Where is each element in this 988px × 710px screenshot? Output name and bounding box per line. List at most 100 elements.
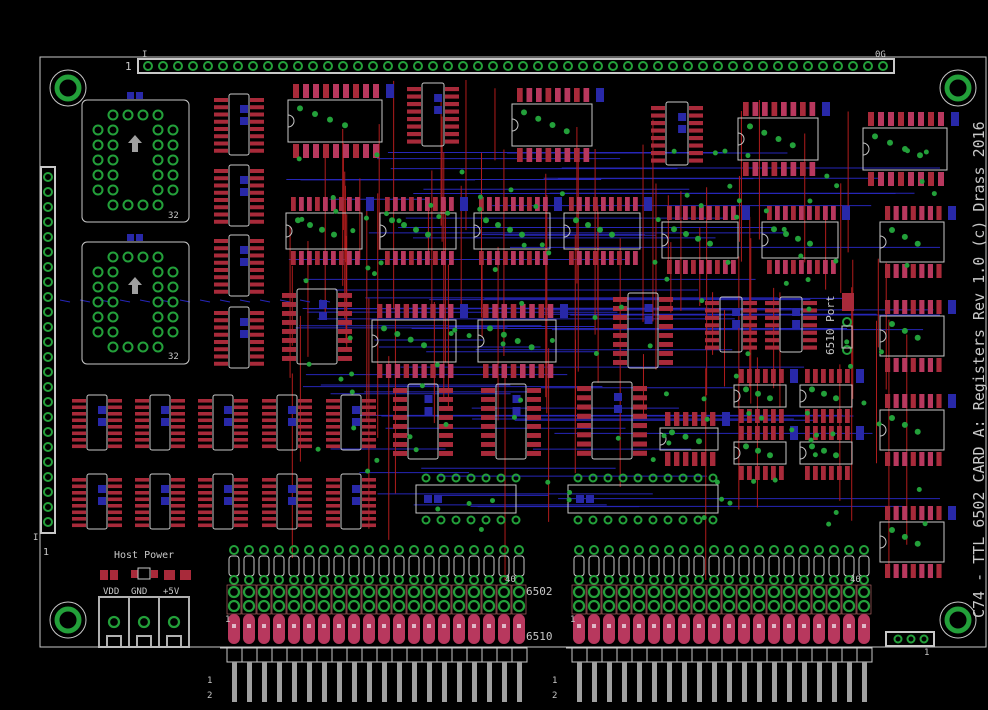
- chip-outline: [473, 212, 551, 250]
- plcc-outline: [81, 241, 190, 365]
- smd-pad-blue: [678, 125, 687, 133]
- ic-small-0: [733, 369, 798, 423]
- plcc-socket-2: [81, 234, 190, 365]
- dip-pin: [678, 473, 688, 483]
- ic-port-2: [765, 296, 817, 353]
- pin: [847, 662, 852, 702]
- smd-pad: [651, 121, 665, 126]
- smd-pad: [198, 478, 212, 482]
- smd-pad: [250, 198, 264, 202]
- smd-pad: [492, 364, 498, 378]
- header-pin: [758, 61, 768, 71]
- smd-pad: [529, 304, 535, 318]
- smd-pad: [585, 197, 590, 211]
- smd-pad: [250, 361, 264, 366]
- smd-pad: [893, 564, 899, 578]
- smd-pad: [262, 484, 276, 489]
- smd-pad: [347, 197, 352, 211]
- smd-pad: [569, 197, 574, 211]
- smd-pad: [326, 484, 340, 489]
- socket-pin: [92, 169, 104, 181]
- smd-pad: [519, 251, 524, 265]
- smd-pad: [234, 418, 248, 423]
- via: [833, 452, 839, 459]
- edge-pad: [258, 614, 270, 644]
- edge-pad: [498, 614, 510, 644]
- socket-pin: [137, 341, 149, 353]
- top-header-mark: I: [142, 50, 147, 60]
- resistor-pin: [484, 545, 494, 555]
- pin: [592, 662, 597, 702]
- smd-pad: [747, 466, 752, 480]
- smd-pad: [250, 253, 264, 258]
- resistor-pin: [424, 545, 434, 555]
- smd-pad: [885, 506, 891, 520]
- smd-pad-blue: [240, 117, 248, 125]
- via: [331, 231, 337, 238]
- smd-pad: [902, 300, 908, 314]
- header-pin: [353, 61, 363, 71]
- smd-pad: [412, 364, 418, 378]
- edge-pad-drill: [277, 624, 281, 628]
- edge-pad-drill: [847, 624, 851, 628]
- smd-pad: [108, 399, 122, 403]
- smd-pad: [298, 405, 312, 410]
- resistor-outline: [348, 555, 360, 577]
- smd-pad: [651, 136, 665, 141]
- header-pin: [227, 599, 241, 613]
- smd-pad: [815, 206, 820, 220]
- smd-pad: [831, 260, 836, 274]
- smd-pad: [347, 251, 352, 265]
- chip-outline: [285, 212, 363, 250]
- smd-pad: [401, 251, 406, 265]
- smd-pad-blue: [434, 94, 443, 102]
- smd-pad: [829, 409, 834, 423]
- chip-notch: [287, 114, 295, 128]
- smd-pad: [407, 87, 421, 92]
- edge-pad-drill: [472, 624, 476, 628]
- smd-pad: [651, 128, 665, 133]
- edge-pad: [408, 614, 420, 644]
- chip-outline: [296, 288, 338, 365]
- header-pin: [43, 247, 53, 257]
- smd-pad: [919, 358, 925, 372]
- socket-pin: [152, 184, 164, 196]
- smd-pad: [214, 318, 228, 323]
- smd-pad: [262, 491, 276, 495]
- smd-pad: [250, 105, 264, 110]
- smd-pad: [813, 369, 818, 383]
- smd-pad: [262, 517, 276, 521]
- pin-housing: [271, 647, 288, 663]
- edge-pad-drill: [712, 624, 716, 628]
- header-pin: [692, 585, 706, 599]
- header-pin: [563, 61, 573, 71]
- smd-pad: [135, 478, 149, 482]
- smd-pad: [743, 345, 757, 350]
- via: [682, 433, 689, 440]
- resistor-outline: [708, 555, 720, 577]
- via: [351, 425, 357, 431]
- smd-pad: [837, 466, 842, 480]
- via: [745, 153, 751, 159]
- resistor-pin: [709, 575, 719, 585]
- smd-pad: [878, 112, 884, 126]
- smd-pad: [481, 451, 495, 456]
- resistor-pin: [799, 545, 809, 555]
- smd-pad-blue: [790, 426, 798, 440]
- smd-pad: [234, 478, 248, 482]
- socket-pin: [152, 266, 164, 278]
- smd-pad: [535, 251, 540, 265]
- smd-pad: [779, 426, 784, 440]
- resistor-outline: [843, 555, 855, 577]
- smd-pad: [527, 397, 541, 402]
- smd-pad: [908, 112, 914, 126]
- header-pin: [473, 61, 483, 71]
- smd-pad: [323, 251, 328, 265]
- via: [307, 222, 313, 228]
- via: [436, 214, 442, 220]
- smd-pad: [765, 338, 779, 343]
- chip-outline: [228, 93, 250, 156]
- socket-pin: [167, 266, 179, 278]
- smd-pad: [927, 206, 933, 220]
